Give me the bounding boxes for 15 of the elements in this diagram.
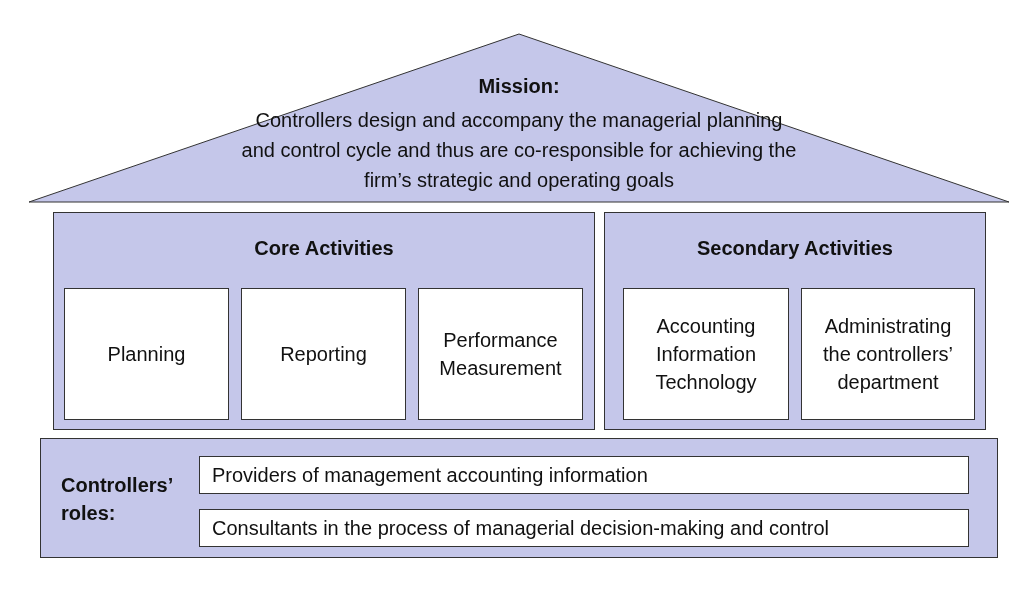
activity-panel [40, 438, 998, 558]
activity-panel [53, 212, 595, 430]
activity-box: Planning [64, 288, 229, 420]
activity-box: Performance Measurement [418, 288, 583, 420]
activity-panel [604, 212, 986, 430]
role-box: Consultants in the process of managerial decision-making and control [199, 509, 969, 547]
role-box: Providers of management accounting information [199, 456, 969, 494]
activity-box: Administrating the controllers’ department [801, 288, 975, 420]
activity-box: Accounting Information Technology [623, 288, 789, 420]
panel-heading: Core Activities [253, 237, 395, 260]
panel-heading: Controllers’ roles: [61, 473, 174, 526]
mission-heading: Mission: [477, 75, 561, 98]
mission-text: Controllers design and accompany the managerial planning and control cycle and thus are co-responsible for achieving the firm’s strategic and operating goals [240, 108, 798, 193]
panel-heading: Secondary Activities [696, 237, 894, 260]
activity-box: Reporting [241, 288, 406, 420]
